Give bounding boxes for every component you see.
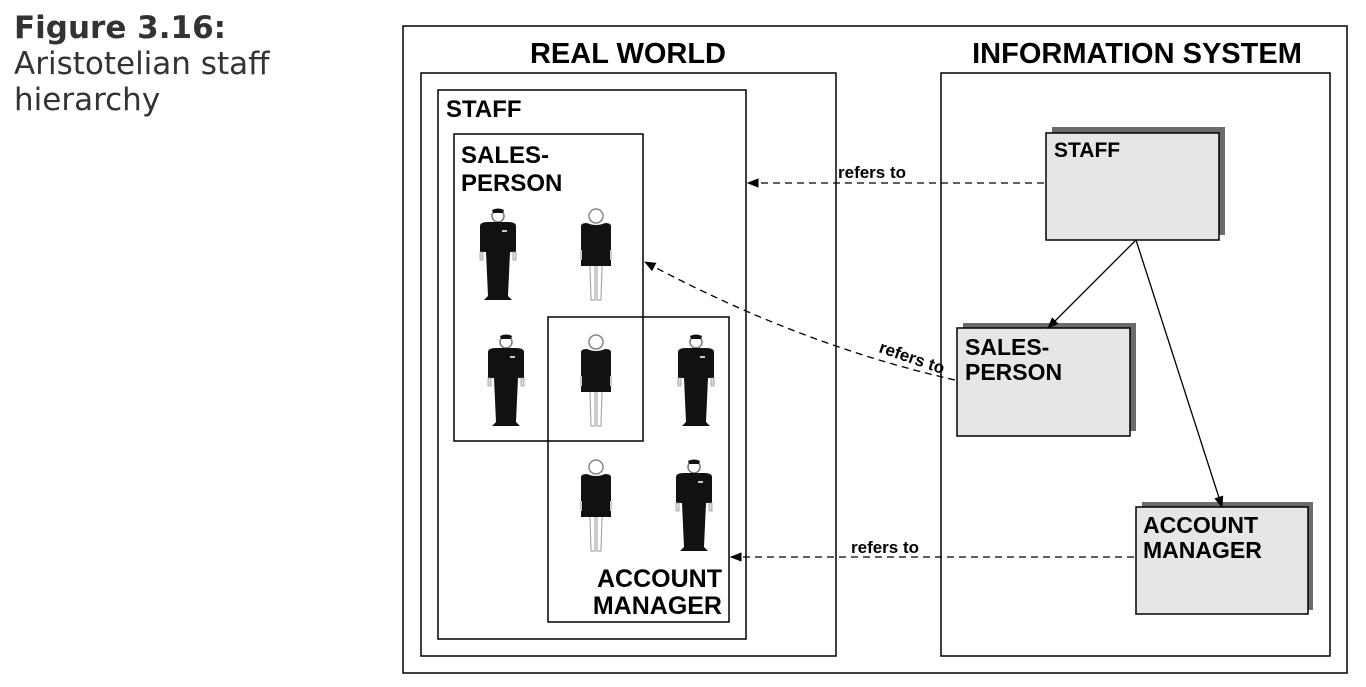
real-world-salesperson-label-line1: SALES-	[461, 142, 549, 169]
man-figure-icon	[479, 207, 517, 301]
staff-class-label: STAFF	[1054, 139, 1120, 162]
man-figure-icon	[487, 333, 525, 427]
figure-description-line2: hierarchy	[14, 82, 161, 118]
real-world-account-manager-label-line2: MANAGER	[593, 592, 722, 620]
information-system-title: INFORMATION SYSTEM	[972, 38, 1302, 70]
staff-refers-to-label: refers to	[838, 163, 906, 182]
staff-class-box	[1045, 132, 1220, 241]
real-world-staff-set	[437, 89, 747, 640]
figure-caption: Figure 3.16: Aristotelian staff hierarch…	[14, 10, 269, 118]
staff-to-account-manager-arrow	[1135, 239, 1224, 509]
account-manager-class-label-line1: ACCOUNT	[1143, 512, 1258, 538]
account-manager-refers-to-label: refers to	[851, 538, 919, 557]
account-manager-class-box	[1135, 506, 1309, 615]
real-world-account-manager-label-line1: ACCOUNT	[597, 565, 722, 593]
real-world-account-manager-set	[547, 316, 730, 623]
man-figure-icon	[675, 458, 713, 552]
man-figure-icon	[677, 333, 715, 427]
salesperson-refers-to-arrow	[643, 261, 956, 381]
salesperson-class-label-line2: PERSON	[965, 359, 1062, 385]
outer-frame	[402, 25, 1348, 674]
account-manager-class-label-line2: MANAGER	[1143, 537, 1262, 563]
real-world-frame	[420, 72, 837, 657]
staff-to-salesperson-arrow	[1047, 239, 1137, 329]
woman-figure-icon	[580, 208, 612, 301]
real-world-title: REAL WORLD	[530, 38, 726, 70]
salesperson-class-label-line1: SALES-	[965, 334, 1049, 360]
woman-figure-icon	[580, 459, 612, 552]
figure-description-line1: Aristotelian staff	[14, 46, 270, 82]
salesperson-refers-to-label: refers to	[877, 338, 948, 378]
woman-figure-icon	[580, 334, 612, 427]
real-world-staff-label: STAFF	[446, 96, 522, 123]
salesperson-class-box	[956, 327, 1131, 437]
figure-label: Figure 3.16:	[14, 10, 227, 46]
information-system-frame	[940, 72, 1331, 657]
real-world-salesperson-label-line2: PERSON	[461, 170, 562, 197]
